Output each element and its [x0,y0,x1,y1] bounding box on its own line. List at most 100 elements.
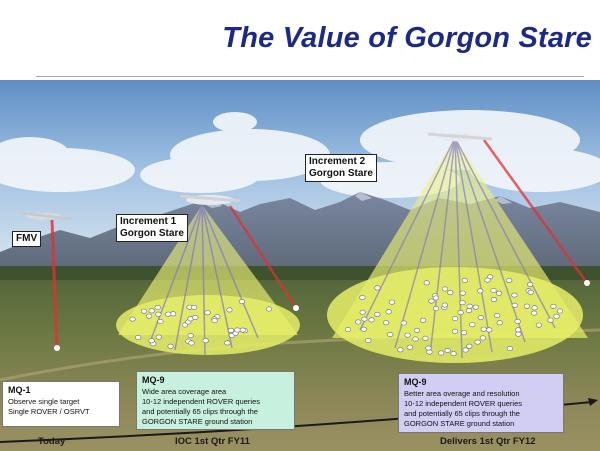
target-marker [511,292,518,298]
target-marker [365,337,372,343]
target-marker [457,310,464,316]
target-marker [227,327,235,333]
target-marker [484,277,491,283]
target-marker [432,306,440,312]
timeline-today: Today [38,436,66,447]
timeline-ioc: IOC 1st Qtr FY11 [175,436,250,447]
target-marker [553,313,560,319]
target-marker [423,280,430,286]
target-marker [154,305,161,311]
mq1-aircraft [19,211,73,351]
target-marker [432,295,440,301]
target-marker [459,300,466,306]
target-marker [425,345,432,351]
increment2-sensor-beam [482,139,589,284]
target-marker [472,304,479,310]
target-marker [374,285,381,291]
target-marker [226,307,233,313]
target-marker [444,347,451,353]
target-marker [460,330,468,336]
target-marker [474,339,481,345]
target-marker [447,290,454,296]
target-marker [385,309,392,315]
target-marker [422,335,429,341]
target-marker [438,350,445,356]
target-marker [477,288,484,294]
target-marker [527,281,534,287]
target-marker [359,295,366,301]
mq9-increment2-info-box: MQ-9 Better area overage and resolution … [398,373,564,433]
target-marker [506,277,513,283]
target-marker [146,313,153,319]
target-marker [387,332,394,338]
target-marker [420,317,427,323]
target-marker [192,314,199,320]
target-marker [368,317,375,323]
target-marker [428,298,435,304]
mq1-info-box: MQ-1 Observe single target Single ROVER … [2,381,120,427]
target-marker [531,305,538,311]
slide-title: The Value of Gorgon Stare [222,22,592,54]
target-marker [239,327,246,333]
target-marker [451,328,459,334]
target-marker [157,319,164,325]
increment1-coverage-area [116,295,300,355]
target-marker [188,340,195,346]
target-marker [211,318,218,324]
target-marker [477,315,484,321]
target-marker [148,308,155,314]
target-marker [190,304,198,310]
target-marker [397,347,404,353]
target-marker [506,345,514,351]
target-marker [355,319,362,325]
target-marker [406,344,413,350]
target-marker [155,334,162,340]
target-marker [165,311,172,317]
target-marker [479,335,487,341]
target-marker [514,318,521,324]
increment1-targets [129,299,273,349]
target-marker [496,290,503,296]
target-marker [135,335,142,341]
target-marker [511,302,518,308]
target-marker [547,317,554,323]
title-divider [36,76,584,77]
target-marker [441,302,448,308]
target-marker [344,327,352,333]
target-marker [202,338,209,344]
target-marker [234,327,241,333]
target-marker [490,297,498,303]
target-marker [523,303,531,309]
target-marker [155,311,162,317]
increment2-label: Increment 2 Gorgon Stare [305,154,377,182]
target-marker [465,308,473,314]
fmv-label: FMV [12,231,42,247]
mq9-increment2-aircraft [327,132,590,363]
target-marker [361,316,368,322]
target-marker [530,310,538,316]
target-marker [204,310,211,316]
target-marker [490,288,497,294]
target-marker [527,289,534,295]
timeline-delivers: Delivers 1st Qtr FY12 [440,436,536,447]
target-marker [360,326,367,332]
target-marker [466,303,473,309]
target-marker [129,316,136,322]
increment1-sensor-rays [149,204,259,356]
target-marker [461,277,468,283]
target-marker [374,311,381,317]
target-marker [441,286,449,292]
target-marker [359,309,366,315]
target-marker [459,290,466,296]
target-marker [404,332,411,338]
target-marker [167,343,174,349]
target-marker [140,308,148,314]
target-marker [413,327,421,333]
target-marker [400,320,407,326]
target-marker [412,336,419,342]
fmv-target [54,345,60,351]
target-marker [388,299,396,305]
target-marker [515,331,522,337]
target-marker [466,343,473,349]
